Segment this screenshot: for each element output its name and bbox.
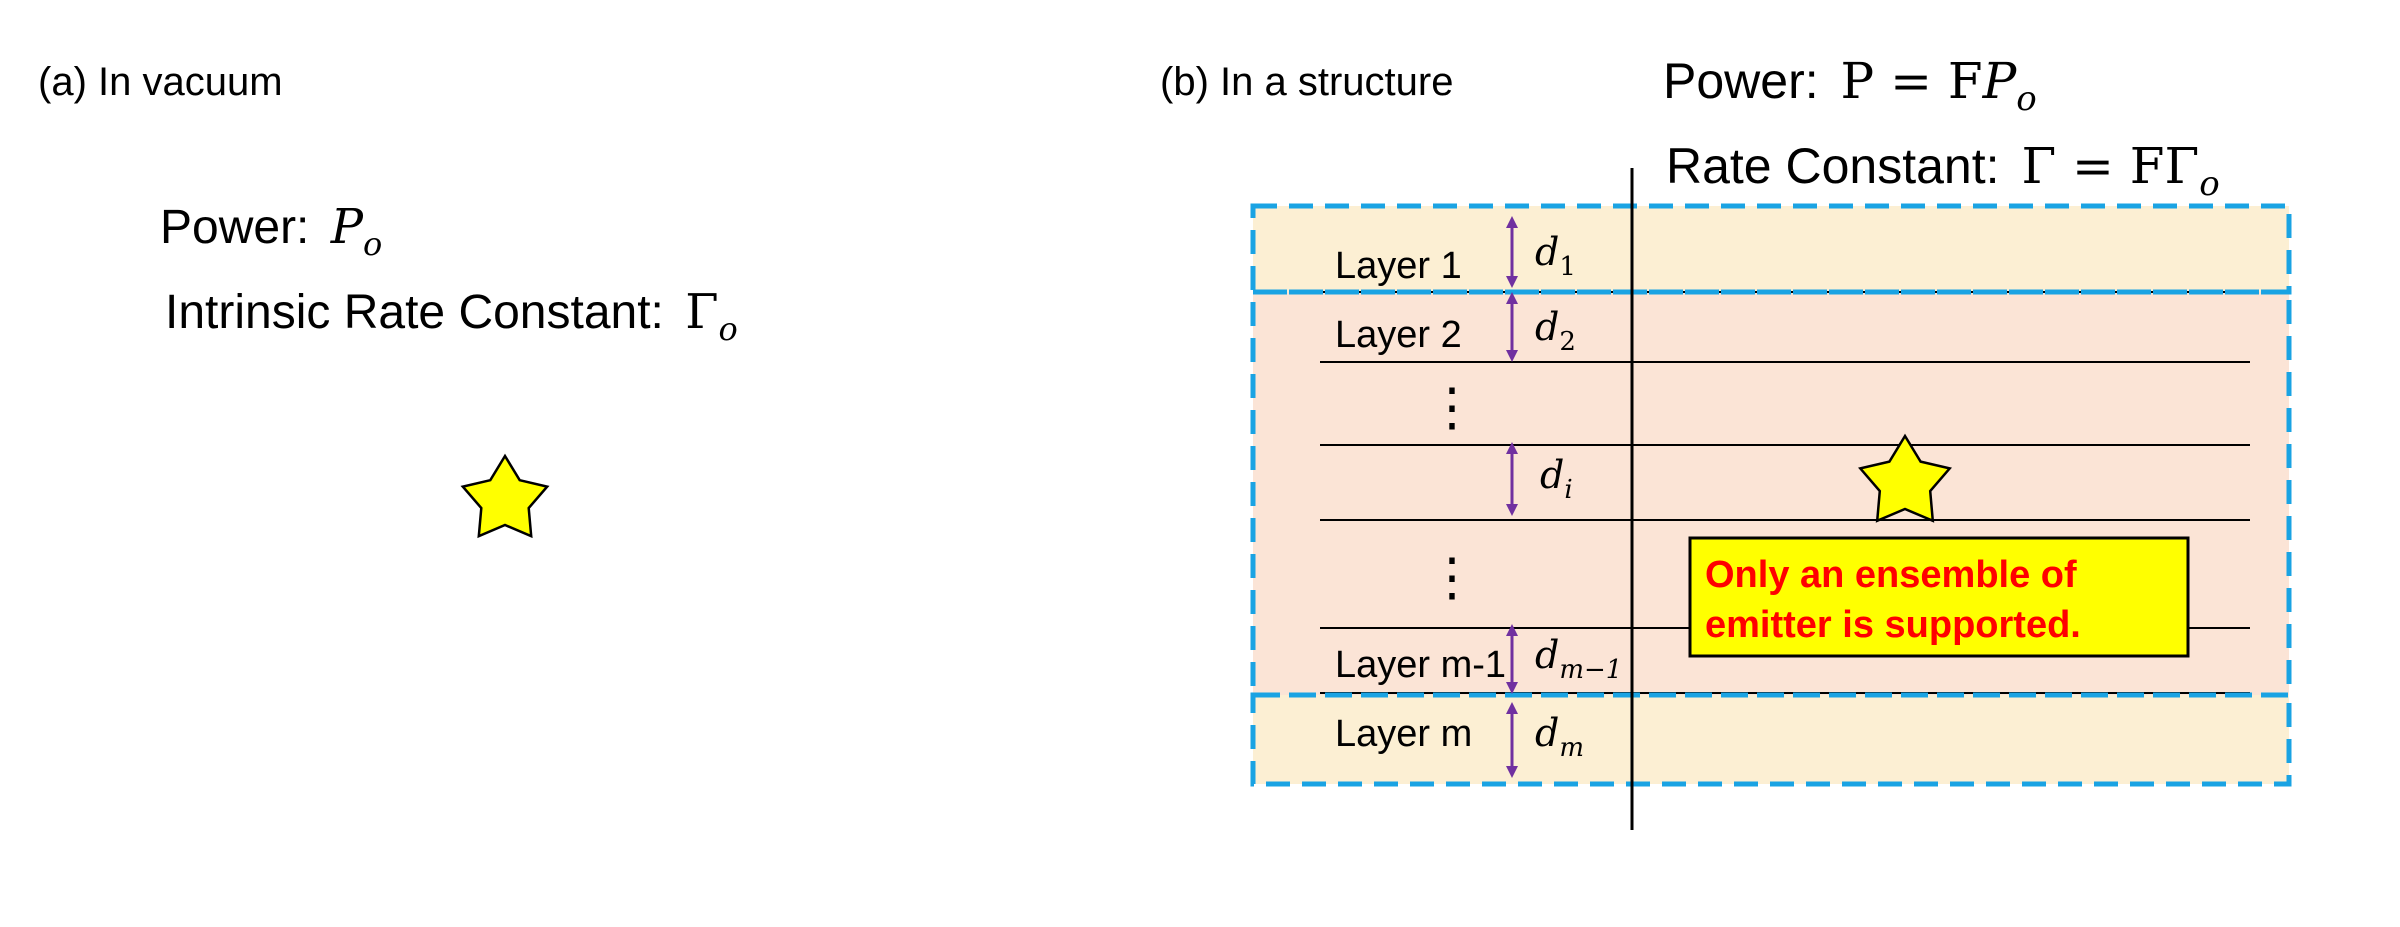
- layer-1-region: [1253, 206, 2289, 292]
- note-line-1: Only an ensemble of: [1705, 554, 2077, 596]
- star-icon: [460, 453, 550, 539]
- thickness-label-2: d2: [1535, 305, 1576, 357]
- dashed-outlines: [1250, 203, 2292, 787]
- thickness-label-m-1: dm−1: [1535, 633, 1622, 685]
- structure-rate-constant: Rate Constant: Γ = FΓo: [1666, 137, 2220, 204]
- vacuum-rate-constant: Intrinsic Rate Constant: Γo: [165, 284, 738, 348]
- layer-m-region: [1253, 695, 2289, 784]
- ellipsis-lower: ⋮: [1426, 549, 1478, 607]
- layer-m-label: Layer m: [1335, 713, 1472, 755]
- note-box: [1688, 536, 2190, 658]
- layer-1-label: Layer 1: [1335, 245, 1462, 287]
- thickness-label-1: d1: [1535, 230, 1576, 282]
- vacuum-power: Power: Po: [160, 199, 382, 263]
- thickness-label-i: di: [1540, 453, 1573, 505]
- panel-b-label: (b) In a structure: [1160, 60, 1453, 104]
- star-icon: [1858, 433, 1952, 523]
- structure-power: Power: P = FPo: [1663, 52, 2037, 119]
- thickness-label-m: dm: [1535, 711, 1584, 763]
- layer-m-1-label: Layer m-1: [1335, 644, 1506, 686]
- ellipsis-upper: ⋮: [1426, 379, 1478, 437]
- note-line-2: emitter is supported.: [1705, 604, 2081, 646]
- panel-a-label: (a) In vacuum: [38, 60, 283, 104]
- layer-2-label: Layer 2: [1335, 314, 1462, 356]
